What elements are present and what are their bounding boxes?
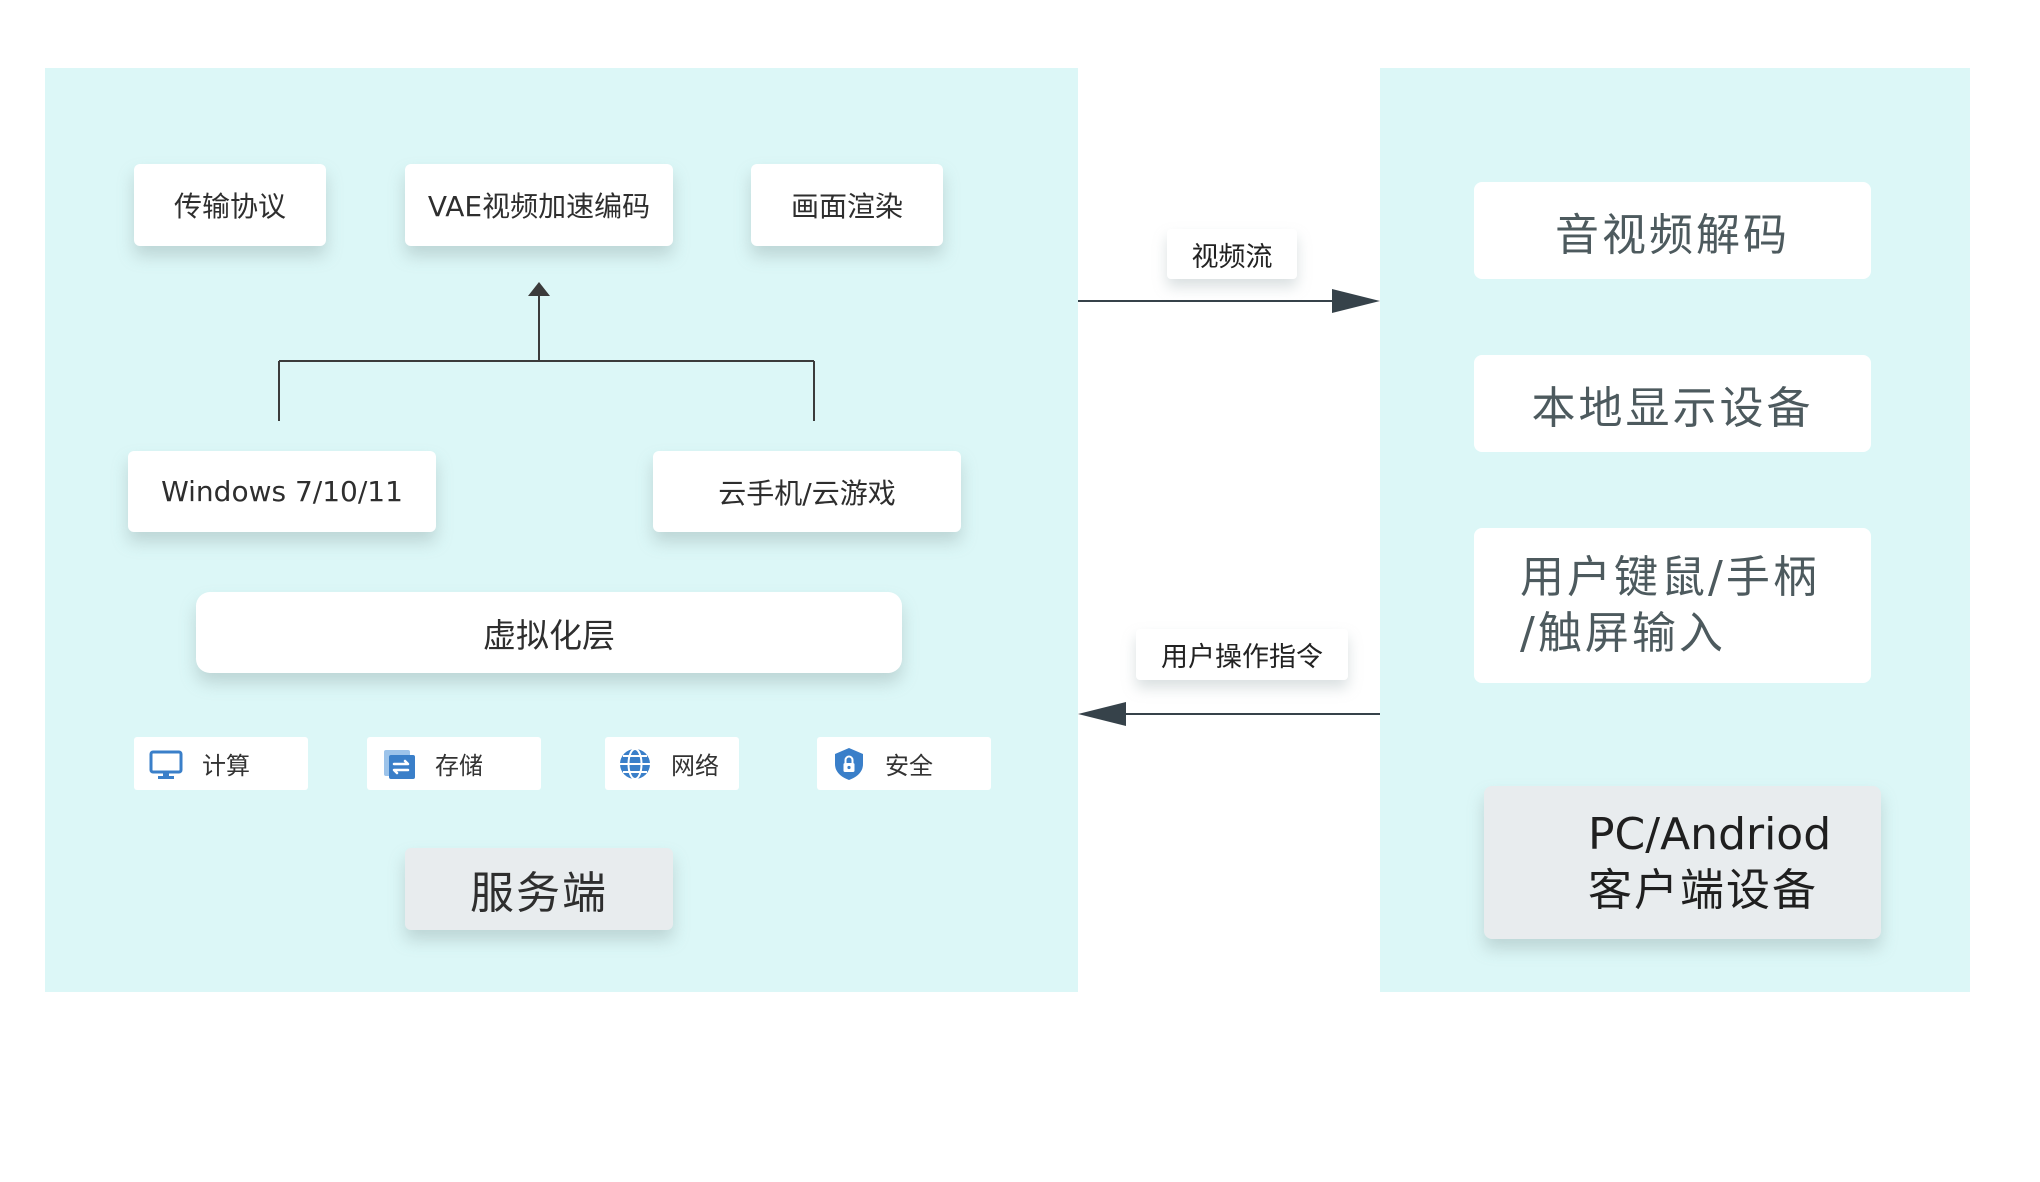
video-flow-label: 视频流 (1167, 229, 1297, 279)
module-transport-protocol: 传输协议 (134, 164, 326, 246)
os-cloud-box: 云手机/云游戏 (653, 451, 961, 532)
resource-compute-label: 计算 (202, 752, 250, 780)
resource-compute: 计算 (134, 737, 308, 790)
user-flow-label: 用户操作指令 (1136, 629, 1348, 680)
client-input: 用户键鼠/手柄 /触屏输入 (1474, 528, 1871, 683)
server-title: 服务端 (405, 848, 673, 930)
client-decode: 音视频解码 (1474, 182, 1871, 279)
resource-network-label: 网络 (671, 752, 719, 780)
client-device: PC/Andriod 客户端设备 (1484, 786, 1881, 939)
shield-lock-icon (835, 747, 863, 780)
storage-icon (384, 749, 415, 779)
client-input-line1: 用户键鼠/手柄 (1520, 551, 1820, 603)
client-display: 本地显示设备 (1474, 355, 1871, 452)
resource-security: 安全 (817, 737, 991, 790)
client-device-line2: 客户端设备 (1588, 864, 1818, 916)
module-rendering: 画面渲染 (751, 164, 943, 246)
os-windows-box: Windows 7/10/11 (128, 451, 436, 532)
resource-storage-label: 存储 (435, 752, 483, 780)
monitor-icon (149, 750, 183, 779)
virtualization-layer: 虚拟化层 (196, 592, 902, 673)
resource-network: 网络 (605, 737, 739, 790)
resource-storage: 存储 (367, 737, 541, 790)
user-flow-arrowhead (1078, 702, 1126, 726)
video-flow-arrowhead (1332, 289, 1380, 313)
connector-arrowhead (528, 282, 550, 296)
resource-security-label: 安全 (885, 752, 933, 780)
module-vae-encoding: VAE视频加速编码 (405, 164, 673, 246)
globe-icon (620, 747, 650, 780)
client-input-line2: /触屏输入 (1520, 607, 1726, 659)
client-device-line1: PC/Andriod (1588, 808, 1832, 860)
